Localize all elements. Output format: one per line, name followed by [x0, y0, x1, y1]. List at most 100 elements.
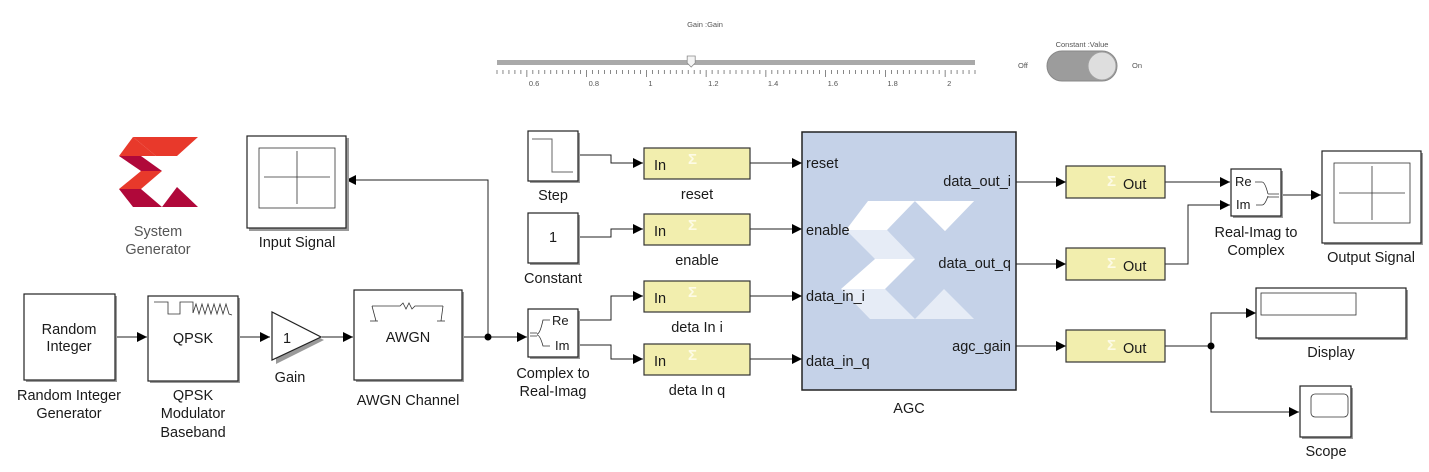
constellation-icon: [1333, 162, 1411, 224]
xilinx-sigma-icon: Σ: [688, 347, 697, 364]
gateway-in-enable[interactable]: In Σ enable: [643, 213, 751, 269]
block-label: Gain: [275, 370, 306, 386]
slider-tick-label: 1: [648, 79, 652, 88]
switch-off-label: Off: [1018, 61, 1029, 70]
block-label: deta In i: [671, 320, 723, 336]
constant-switch[interactable]: Constant :Value Off On: [1018, 40, 1142, 82]
block-icon-text: Random: [42, 322, 97, 338]
gateway-out-text: Out: [1123, 341, 1146, 357]
gateway-in-text: In: [654, 354, 666, 370]
channel-icon: [370, 302, 445, 322]
slider-tick-labels: 0.6 0.8 1 1.2 1.4 1.6 1.8 2: [529, 79, 951, 88]
block-label: Step: [538, 188, 568, 204]
block-label: QPSK: [173, 388, 214, 404]
xilinx-sigma-icon: Σ: [1107, 173, 1116, 190]
block-label: AGC: [893, 401, 924, 417]
slider-tick-label: 2: [947, 79, 951, 88]
port-re-label: Re: [1235, 174, 1252, 189]
signal-lines: [115, 154, 1321, 417]
constellation-icon: [258, 147, 336, 209]
block-label: Complex to: [516, 366, 589, 382]
random-integer-block[interactable]: Random Integer Random Integer Generator: [17, 293, 121, 422]
complex-to-real-imag-block[interactable]: Re Im Complex to Real-Imag: [516, 308, 590, 400]
gateway-in-data-i[interactable]: In Σ deta In i: [643, 280, 751, 336]
scope-block[interactable]: Scope: [1299, 385, 1353, 460]
gateway-in-text: In: [654, 224, 666, 240]
xilinx-logo-icon: [119, 137, 198, 207]
awgn-channel-block[interactable]: AWGN AWGN Channel: [353, 289, 464, 409]
port-im-label: Im: [1236, 197, 1250, 212]
switch-label: Constant :Value: [1056, 40, 1109, 49]
block-label: Real-Imag: [520, 384, 587, 400]
gateway-in-text: In: [654, 291, 666, 307]
agc-output-port: data_out_q: [938, 256, 1011, 272]
step-icon: [532, 138, 573, 173]
scope-screen-icon: [1310, 393, 1349, 418]
agc-input-port: data_in_i: [806, 289, 865, 305]
gateway-out-i[interactable]: Σ Out: [1065, 165, 1166, 199]
xilinx-sigma-icon: Σ: [688, 284, 697, 301]
block-icon-text: Integer: [46, 339, 91, 355]
gateway-in-reset[interactable]: In Σ reset: [643, 147, 751, 203]
agc-output-port: agc_gain: [952, 339, 1011, 355]
slider-tick-label: 1.8: [887, 79, 897, 88]
block-icon-text: AWGN: [386, 330, 431, 346]
block-icon-text: 1: [549, 230, 557, 246]
input-signal-constellation-block[interactable]: Input Signal: [246, 135, 349, 251]
system-generator-logo[interactable]: System Generator: [119, 137, 198, 258]
block-label: enable: [675, 253, 719, 269]
gain-slider-label: Gain :Gain: [687, 20, 723, 29]
branch-point: [1207, 342, 1215, 350]
constant-block[interactable]: 1 Constant: [524, 212, 582, 287]
xilinx-watermark-icon: [841, 201, 974, 319]
gain-slider[interactable]: Gain :Gain 0.6 0.8 1 1.2 1.4 1.6 1.8 2: [496, 20, 976, 88]
block-label: Constant: [524, 271, 582, 287]
block-label: deta In q: [669, 383, 725, 399]
output-signal-constellation-block[interactable]: Output Signal: [1321, 150, 1423, 266]
gateway-out-text: Out: [1123, 177, 1146, 193]
slider-tick-label: 1.2: [708, 79, 718, 88]
switch-knob[interactable]: [1087, 51, 1117, 81]
step-block[interactable]: Step: [527, 130, 580, 204]
xilinx-sigma-icon: Σ: [688, 151, 697, 168]
logo-text-line2: Generator: [125, 242, 190, 258]
block-label: Real-Imag to: [1214, 225, 1297, 241]
display-block[interactable]: Display: [1255, 287, 1408, 361]
real-imag-to-complex-block[interactable]: Re Im Real-Imag to Complex: [1214, 168, 1298, 259]
block-label: Scope: [1305, 444, 1346, 460]
block-label: Display: [1307, 345, 1355, 361]
gain-block[interactable]: 1 Gain: [271, 311, 324, 386]
xilinx-sigma-icon: Σ: [1107, 337, 1116, 354]
slider-ticks: [496, 70, 976, 77]
block-label: Baseband: [160, 425, 225, 441]
branch-point: [484, 333, 492, 341]
block-label: Input Signal: [259, 235, 336, 251]
gateway-out-agc-gain[interactable]: Σ Out: [1065, 329, 1166, 363]
block-label: Complex: [1227, 243, 1285, 259]
slider-tick-label: 0.6: [529, 79, 539, 88]
port-re-label: Re: [552, 313, 569, 328]
xilinx-sigma-icon: Σ: [688, 217, 697, 234]
block-icon-text: QPSK: [173, 331, 214, 347]
xilinx-sigma-icon: Σ: [1107, 255, 1116, 272]
block-label: Random Integer: [17, 388, 121, 404]
block-icon-text: 1: [283, 331, 291, 347]
gateway-out-text: Out: [1123, 259, 1146, 275]
slider-tick-label: 1.4: [768, 79, 778, 88]
port-im-label: Im: [555, 338, 569, 353]
slider-track[interactable]: [497, 60, 975, 65]
slider-thumb[interactable]: [686, 55, 696, 68]
logo-text-line1: System: [134, 224, 182, 240]
block-label: AWGN Channel: [357, 393, 460, 409]
agc-output-port: data_out_i: [943, 174, 1011, 190]
slider-tick-label: 0.8: [589, 79, 599, 88]
qpsk-modulator-block[interactable]: QPSK QPSK Modulator Baseband: [147, 295, 240, 441]
block-label: Output Signal: [1327, 250, 1415, 266]
block-label: reset: [681, 187, 713, 203]
switch-on-label: On: [1132, 61, 1142, 70]
gateway-in-data-q[interactable]: In Σ deta In q: [643, 343, 751, 399]
slider-tick-label: 1.6: [828, 79, 838, 88]
gateway-out-q[interactable]: Σ Out: [1065, 247, 1166, 281]
agc-block[interactable]: reset enable data_in_i data_in_q data_ou…: [801, 131, 1017, 417]
agc-input-port: data_in_q: [806, 354, 870, 370]
